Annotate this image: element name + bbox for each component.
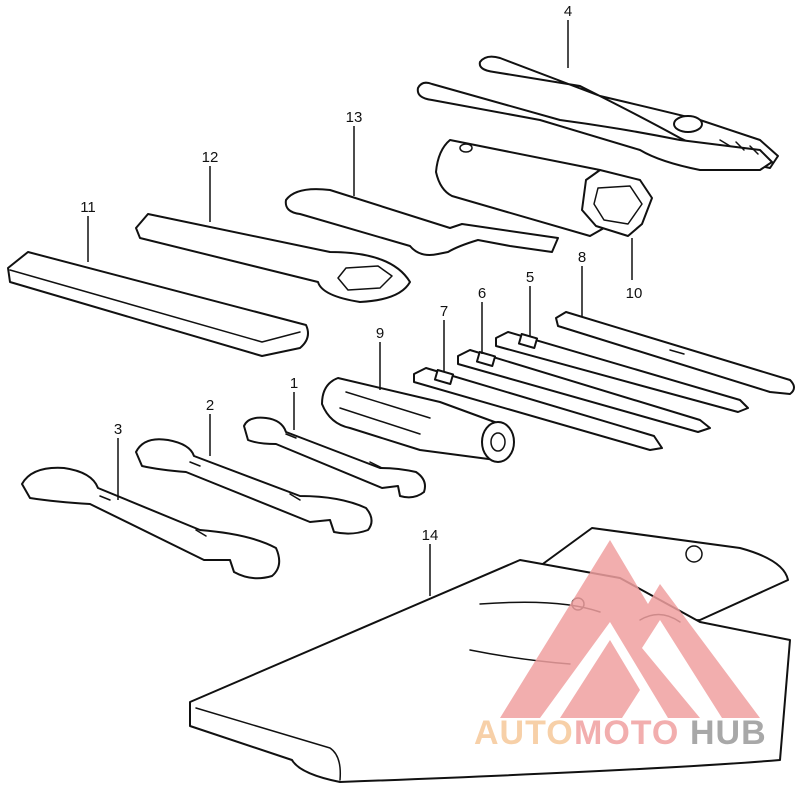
- callout-1: 1: [290, 375, 298, 392]
- part-3-open-end-wrench: [21, 466, 281, 580]
- callout-5: 5: [526, 269, 534, 286]
- part-10-socket-wrench: [435, 139, 653, 237]
- callout-10: 10: [626, 285, 643, 302]
- watermark-text-part3: HUB: [690, 714, 767, 752]
- callout-6: 6: [478, 285, 486, 302]
- part-2-open-end-wrench: [135, 438, 373, 535]
- callout-9: 9: [376, 325, 384, 342]
- part-9-screwdriver-handle: [321, 377, 515, 463]
- part-13-pin-spanner: [284, 188, 559, 256]
- callout-13: 13: [346, 109, 363, 126]
- part-4-pliers: [416, 55, 779, 171]
- leader-lines: [87, 20, 633, 596]
- callout-labels: 1 2 3 4 5 6 7 8 9 10 11 12 13 14: [80, 3, 642, 544]
- part-5-screwdriver-blade: [495, 331, 749, 413]
- part-11-flat-bar: [7, 251, 309, 357]
- callout-12: 12: [202, 149, 219, 166]
- callout-11: 11: [80, 199, 96, 216]
- callout-8: 8: [578, 249, 586, 266]
- callout-14: 14: [422, 527, 439, 544]
- callout-3: 3: [114, 421, 122, 438]
- part-12-hex-wrench: [135, 213, 411, 303]
- watermark-text-part1: AUTO: [474, 714, 574, 752]
- part-6-screwdriver-blade: [457, 349, 711, 433]
- watermark-logo-icon: [500, 540, 760, 718]
- part-8-tire-lever: [555, 311, 795, 395]
- callout-2: 2: [206, 397, 214, 414]
- part-7-screwdriver-blade: [413, 367, 663, 451]
- watermark: AUTO MOTO HUB: [474, 540, 767, 752]
- watermark-text-part2: MOTO: [574, 714, 679, 752]
- callout-4: 4: [564, 3, 572, 20]
- callout-7: 7: [440, 303, 448, 320]
- part-1-open-end-wrench: [243, 416, 426, 499]
